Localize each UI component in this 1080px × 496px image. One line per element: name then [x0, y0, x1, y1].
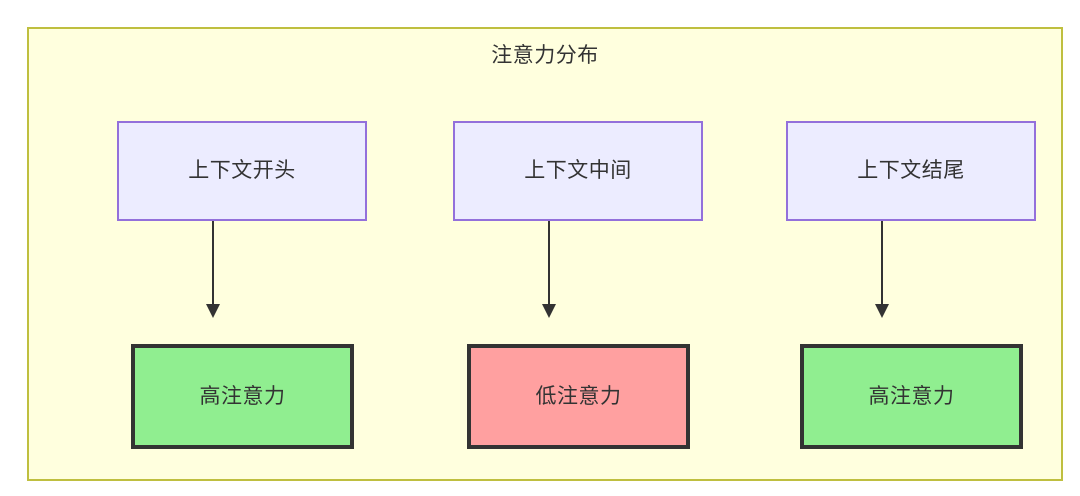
node-context-start[interactable]: 上下文开头	[117, 121, 367, 221]
node-outcome-high-end[interactable]: 高注意力	[800, 344, 1023, 449]
node-outcome-low-middle[interactable]: 低注意力	[467, 344, 690, 449]
node-context-middle[interactable]: 上下文中间	[453, 121, 703, 221]
subgraph-title: 注意力分布	[491, 44, 599, 67]
node-outcome-high-start[interactable]: 高注意力	[131, 344, 354, 449]
subgraph-container: 注意力分布 上下文开头 上下文中间 上下文结尾 高注意力 低注意	[27, 27, 1063, 481]
node-context-end[interactable]: 上下文结尾	[786, 121, 1036, 221]
